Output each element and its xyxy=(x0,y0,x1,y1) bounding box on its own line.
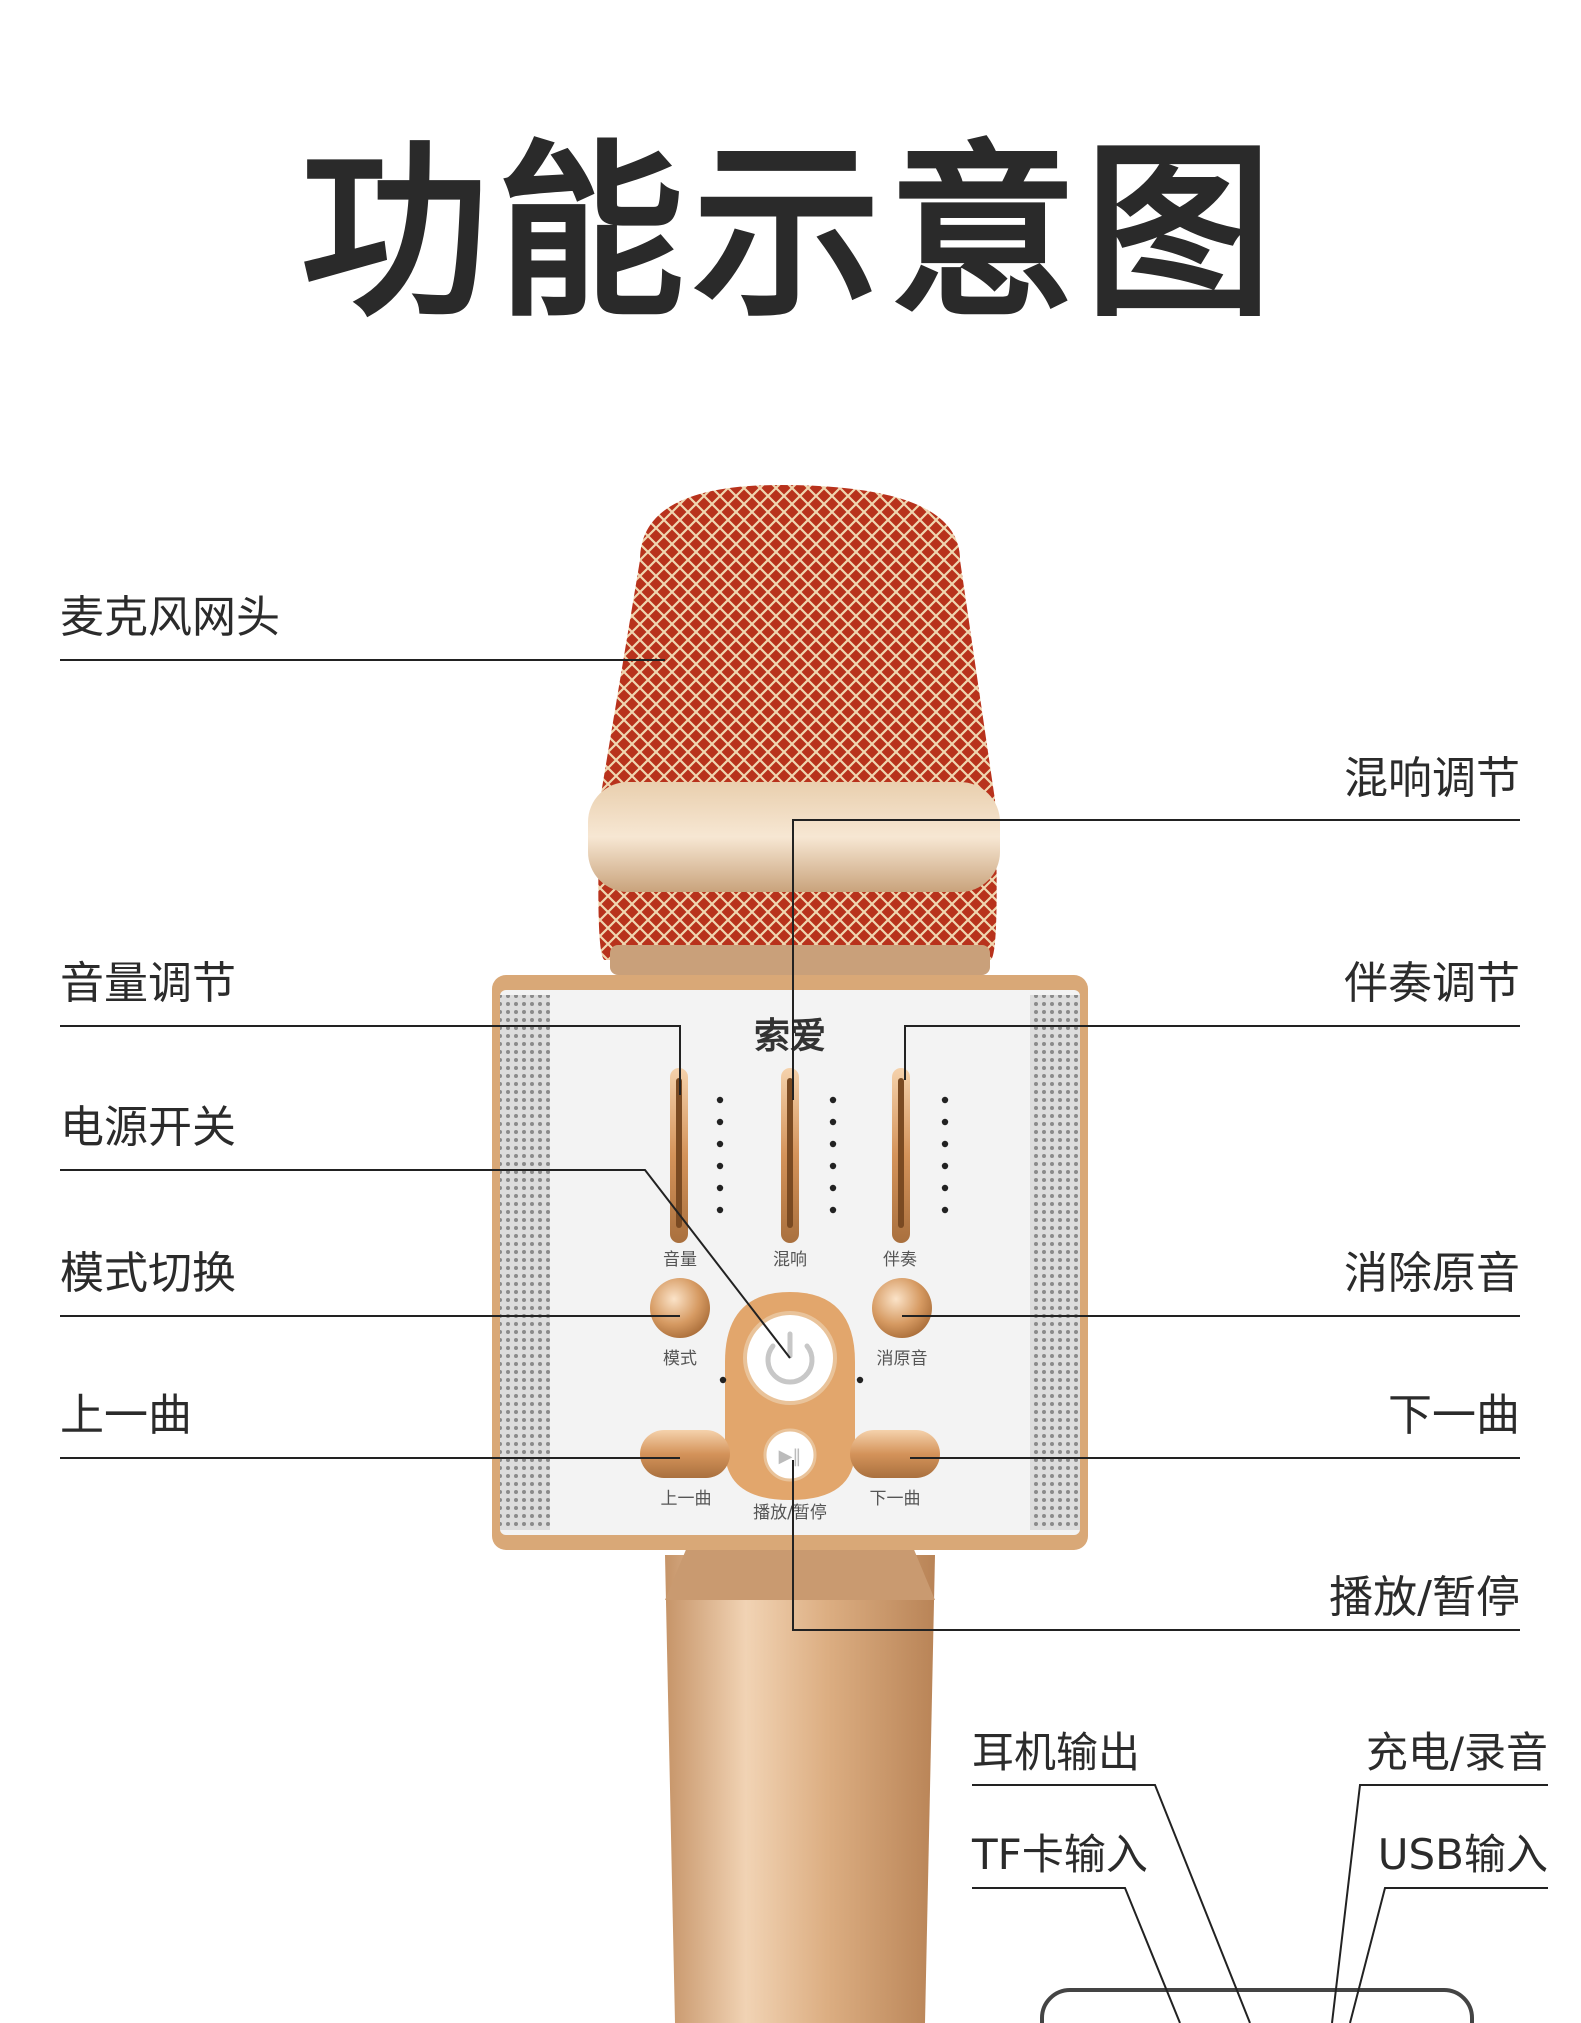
vocal-remove-button[interactable] xyxy=(872,1278,932,1338)
port-module xyxy=(1040,1988,1474,2023)
panel-label-prev: 上一曲 xyxy=(661,1489,712,1509)
label-vocal-remove: 消除原音 xyxy=(1344,1248,1520,1299)
leader-lines xyxy=(60,659,1548,2023)
panel-label-mode: 模式 xyxy=(663,1349,697,1369)
label-prev-track: 上一曲 xyxy=(60,1390,192,1441)
label-usb-input: USB输入 xyxy=(1377,1830,1548,1879)
panel-label-next: 下一曲 xyxy=(870,1489,921,1509)
panel-label-accompaniment: 伴奏 xyxy=(883,1250,917,1270)
mic-head-base xyxy=(610,945,990,975)
label-power-switch: 电源开关 xyxy=(60,1102,236,1153)
page-title: 功能示意图 xyxy=(300,124,1281,343)
label-earphone-out: 耳机输出 xyxy=(972,1728,1141,1777)
control-panel xyxy=(500,990,1080,1535)
mode-button[interactable] xyxy=(650,1278,710,1338)
label-mode-switch: 模式切换 xyxy=(60,1248,236,1299)
play-pause-button[interactable] xyxy=(763,1428,817,1482)
indicator-dot-left xyxy=(719,1376,727,1384)
left-speaker-grille xyxy=(500,995,550,1530)
label-reverb-adjust: 混响调节 xyxy=(1344,753,1520,804)
label-tf-input: TF卡输入 xyxy=(972,1830,1148,1879)
label-next-track: 下一曲 xyxy=(1388,1390,1520,1441)
volume-slider[interactable] xyxy=(670,1068,688,1243)
panel-label-reverb: 混响 xyxy=(773,1250,807,1270)
label-accompaniment-adjust: 伴奏调节 xyxy=(1344,958,1520,1009)
reverb-slider[interactable] xyxy=(781,1068,799,1243)
play-pause-icon: ▶‖ xyxy=(779,1446,802,1467)
label-play-pause: 播放/暂停 xyxy=(1329,1572,1520,1623)
label-mic-head: 麦克风网头 xyxy=(60,592,280,643)
accompaniment-slider[interactable] xyxy=(892,1068,910,1243)
panel-label-volume: 音量 xyxy=(663,1250,697,1270)
next-track-button[interactable] xyxy=(850,1430,940,1478)
prev-track-button[interactable] xyxy=(640,1430,730,1478)
label-charge-record: 充电/录音 xyxy=(1365,1728,1548,1777)
panel-label-play-pause: 播放/暂停 xyxy=(753,1503,827,1523)
mic-handle xyxy=(665,1555,935,2023)
power-icon xyxy=(765,1331,815,1385)
brand-logo: 索爱 xyxy=(754,1016,826,1057)
right-speaker-grille xyxy=(1030,995,1080,1530)
slider-level-dots xyxy=(716,1096,949,1214)
panel-label-vocal-remove: 消原音 xyxy=(877,1349,928,1369)
label-volume-adjust: 音量调节 xyxy=(60,958,236,1009)
indicator-dot-right xyxy=(856,1376,864,1384)
